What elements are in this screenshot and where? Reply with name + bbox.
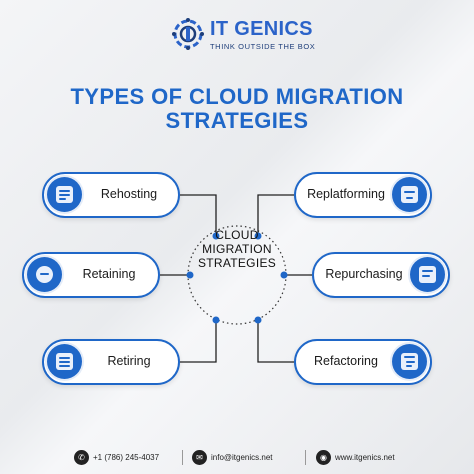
contact-email[interactable]: ✉ info@itgenics.net — [192, 450, 302, 466]
code-window-icon — [401, 353, 418, 370]
contact-phone[interactable]: ✆ +1 (786) 245-4037 — [74, 450, 184, 466]
node-dot-refactoring — [254, 316, 262, 324]
node-dot-rehosting — [212, 232, 220, 240]
strategy-label-rehosting: Rehosting — [100, 187, 158, 201]
strategy-label-replatforming: Replatforming — [307, 187, 385, 201]
node-dot-repurchasing — [280, 271, 288, 279]
connector-rehosting — [180, 194, 217, 236]
cloud-device-icon — [401, 186, 418, 203]
connector-replatforming — [257, 194, 294, 236]
email-icon: ✉ — [192, 450, 207, 465]
globe-icon: ◉ — [316, 450, 331, 465]
strategy-repurchasing: Repurchasing — [312, 252, 450, 298]
contact-footer: ✆ +1 (786) 245-4037 ✉ info@itgenics.net … — [0, 444, 474, 474]
strategy-label-retaining: Retaining — [82, 267, 136, 281]
strategy-label-repurchasing: Repurchasing — [325, 267, 403, 281]
page-title-line-2: STRATEGIES — [165, 108, 309, 133]
brand-logo: IT GENICS THINK OUTSIDE THE BOX — [170, 14, 315, 54]
strategy-retaining: Retaining — [22, 252, 160, 298]
strategy-replatforming: Replatforming — [294, 172, 432, 218]
node-dot-retiring — [212, 316, 220, 324]
page-title-line-1: TYPES OF CLOUD MIGRATION — [70, 84, 404, 109]
center-line-2: MIGRATION — [202, 242, 272, 256]
document-list-icon — [56, 353, 73, 370]
strategy-refactoring: Refactoring — [294, 339, 432, 385]
connector-refactoring — [257, 320, 294, 363]
brand-tagline: THINK OUTSIDE THE BOX — [210, 42, 316, 51]
strategy-label-retiring: Retiring — [107, 354, 151, 368]
footer-divider — [182, 450, 183, 465]
website-url: www.itgenics.net — [335, 453, 395, 462]
footer-divider — [305, 450, 306, 465]
center-hub-label: CLOUD MIGRATION STRATEGIES — [190, 228, 284, 270]
node-dot-retaining — [186, 271, 194, 279]
center-line-1: CLOUD — [215, 228, 259, 242]
phone-number: +1 (786) 245-4037 — [93, 453, 160, 462]
contact-website[interactable]: ◉ www.itgenics.net — [316, 450, 426, 466]
phone-icon: ✆ — [74, 450, 89, 465]
connector-retiring — [180, 320, 217, 363]
strategy-label-refactoring: Refactoring — [314, 354, 378, 368]
cart-screen-icon — [419, 266, 436, 283]
logo-mark-icon — [172, 18, 204, 50]
server-monitor-icon — [56, 186, 73, 203]
node-dot-replatforming — [254, 232, 262, 240]
brand-name: IT GENICS — [210, 18, 313, 40]
refresh-cycle-icon — [36, 266, 53, 283]
center-line-3: STRATEGIES — [197, 256, 277, 270]
strategy-rehosting: Rehosting — [42, 172, 180, 218]
email-address: info@itgenics.net — [211, 453, 273, 462]
strategy-retiring: Retiring — [42, 339, 180, 385]
